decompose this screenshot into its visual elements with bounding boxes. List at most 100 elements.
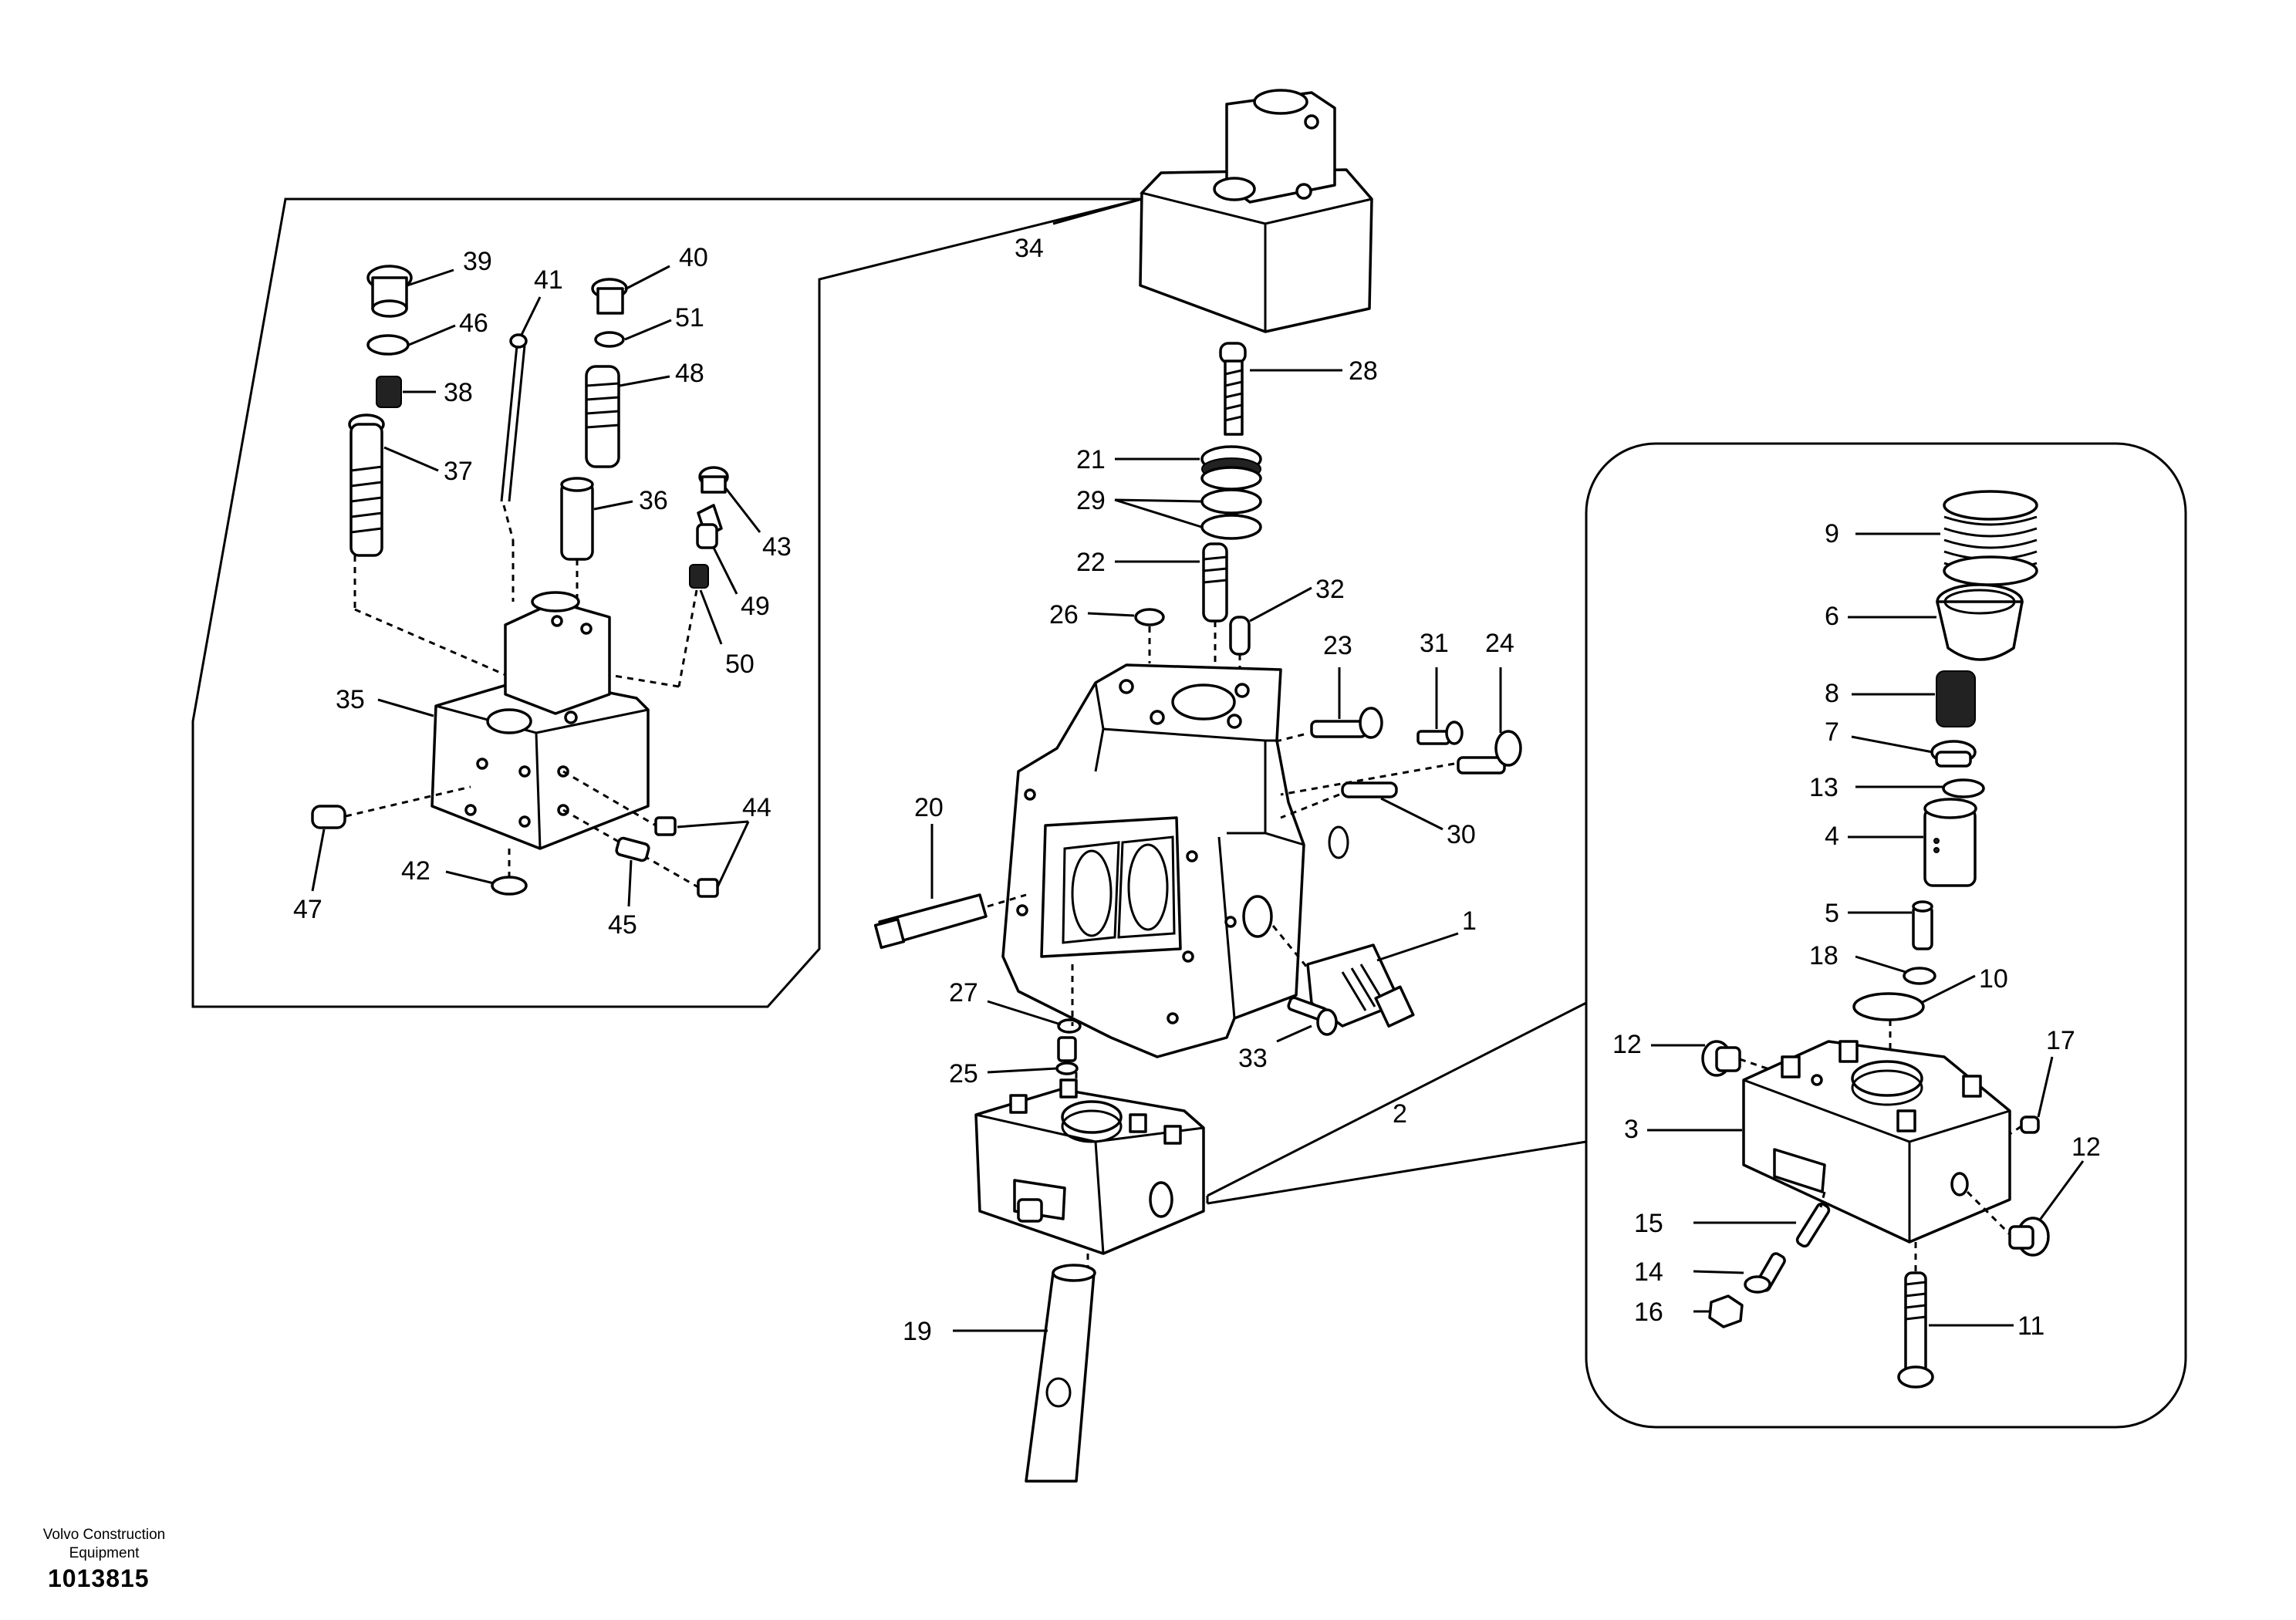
callout-13: 13 [1809,773,1838,802]
detail-panel-right [1207,442,2187,1429]
part-26-o-ring [1134,608,1165,626]
part-31-screw [1416,721,1464,745]
callout-29: 29 [1076,486,1106,515]
callout-35: 35 [336,685,365,714]
callout-43: 43 [762,532,792,562]
part-42-o-ring [491,876,528,896]
part-11-bolt [1897,1271,1934,1389]
part-49-poppet [696,504,723,549]
part-32-plug [1229,616,1251,656]
part-6-spring-cap [1936,583,2024,661]
part-33-bolt [1287,996,1338,1036]
part-50-spring [689,564,709,589]
callout-47: 47 [293,895,322,924]
part-45-fitting [615,836,650,862]
callout-42: 42 [401,856,430,886]
part-9-spring [1943,490,2038,586]
drawing-reference-number: 1013815 [48,1564,150,1592]
callout-46: 46 [459,309,488,338]
part-44-screws [654,816,719,898]
callout-3: 3 [1624,1115,1639,1144]
part-40-plug [591,278,628,315]
credit-line-2: Equipment [69,1545,140,1561]
callout-21: 21 [1076,445,1106,474]
callout-16: 16 [1634,1298,1663,1327]
part-48-sleeve [585,365,620,468]
part-39-plug [366,265,413,318]
callout-10: 10 [1979,964,2008,994]
part-13-o-ring [1942,778,1985,798]
callout-31: 31 [1420,629,1449,658]
part-47-plug [311,805,346,829]
callout-12-lower: 12 [2071,1132,2101,1162]
callout-1: 1 [1462,906,1477,936]
callout-27: 27 [949,978,978,1007]
part-20-plunger [873,893,988,950]
credit-line-1: Volvo Construction [42,1527,166,1543]
part-4-sleeve [1923,798,1977,887]
callout-14: 14 [1634,1257,1663,1287]
part-35-control-block [430,591,650,850]
callout-44: 44 [742,793,772,822]
callout-7: 7 [1825,717,1839,747]
part-24-bolt [1457,730,1522,775]
part-7-seat [1930,740,1977,768]
callout-37: 37 [444,457,473,486]
callout-28: 28 [1349,356,1378,386]
part-30-ring [1328,825,1349,859]
part-27-o-ring [1057,1018,1082,1034]
part-12-plug-lower [2008,1217,2050,1257]
part-22-pin [1202,542,1228,623]
part-43-plug [698,466,729,494]
callout-9: 9 [1825,519,1839,548]
part-30-pin [1341,781,1398,798]
part-41-rod [500,333,528,502]
callout-19: 19 [903,1317,932,1346]
valve-body [1001,663,1305,1058]
callout-8: 8 [1825,679,1839,708]
part-46-o-ring [366,334,410,356]
callout-24: 24 [1485,629,1514,658]
part-14-screw [1744,1252,1786,1294]
part-2-lower-block [974,1078,1205,1255]
callout-labels: 1 2 3 4 5 6 7 8 9 10 11 12 12 13 14 15 1… [293,234,2101,1346]
callout-32: 32 [1315,575,1345,604]
callout-12-upper: 12 [1612,1030,1642,1059]
part-36-spool [560,477,594,561]
callout-41: 41 [534,265,563,295]
part-17-pin [2020,1115,2040,1134]
part-23-bolt [1310,707,1383,739]
part-34-head-block [1139,89,1373,333]
callout-23: 23 [1323,631,1352,660]
callout-34: 34 [1015,234,1044,263]
manufacturer-credit: Volvo Construction Equipment [15,1526,193,1563]
part-15-pin [1795,1202,1831,1248]
callout-5: 5 [1825,899,1839,928]
callout-4: 4 [1825,822,1839,851]
part-16-nut [1708,1294,1744,1328]
part-18-o-ring [1903,967,1936,985]
part-5-spool [1912,900,1933,950]
callout-49: 49 [741,592,770,621]
callout-18: 18 [1809,941,1838,970]
part-28-bolt [1219,342,1247,436]
callout-51: 51 [675,303,704,332]
callout-50: 50 [725,650,755,679]
part-19-sleeve [1025,1264,1096,1483]
part-21-seat [1200,445,1262,491]
callout-30: 30 [1447,820,1476,849]
detail-panel-left [191,197,1143,1008]
callout-48: 48 [675,359,704,388]
part-51-o-ring [594,331,625,348]
callout-2: 2 [1393,1099,1407,1129]
callout-39: 39 [463,247,492,276]
part-1-valve-cartridge [1306,943,1415,1028]
callout-22: 22 [1076,548,1106,577]
callout-40: 40 [679,243,708,272]
part-8-spring [1936,670,1976,727]
callout-15: 15 [1634,1209,1663,1238]
part-3-body [1742,1040,2011,1244]
callout-36: 36 [639,486,668,515]
callout-25: 25 [949,1059,978,1088]
